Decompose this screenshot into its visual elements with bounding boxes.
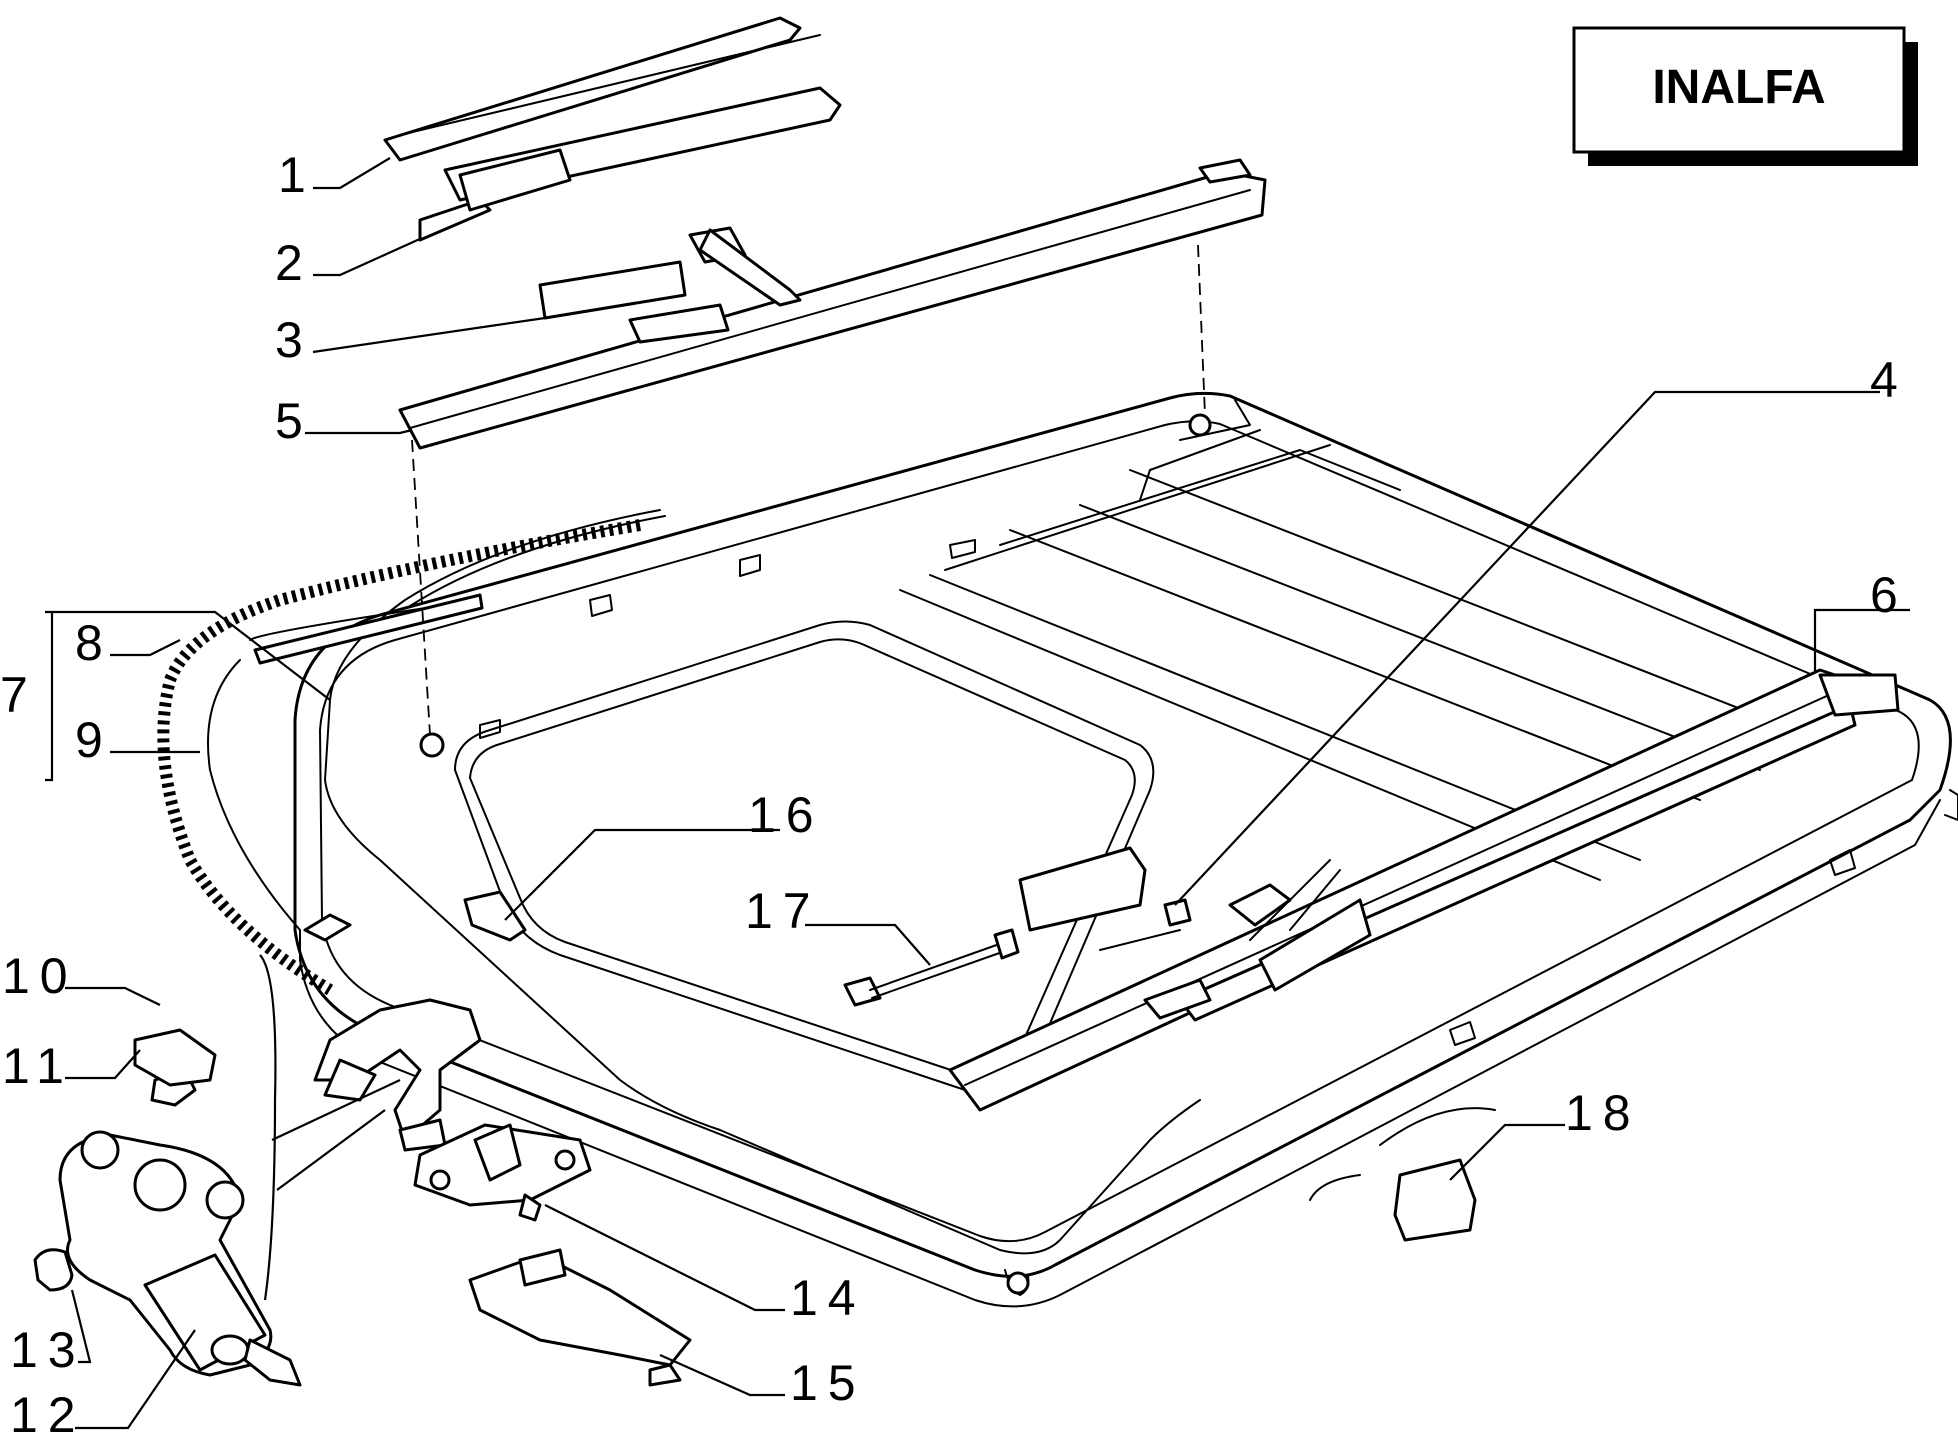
- clip-16: [463, 890, 527, 942]
- drive-housing-15: [468, 1248, 692, 1387]
- alignment-line-left: [411, 439, 431, 736]
- leader-lines: [45, 157, 1910, 1430]
- cover-18: [1393, 1158, 1477, 1242]
- plate-14: [413, 1123, 592, 1222]
- callout-13: 13: [10, 1322, 86, 1378]
- callout-10: 10: [2, 948, 78, 1004]
- callout-15: 15: [790, 1355, 866, 1411]
- callout-4: 4: [1870, 352, 1908, 408]
- callout-3: 3: [275, 312, 313, 368]
- callout-6: 6: [1870, 567, 1908, 623]
- callout-2: 2: [275, 235, 313, 291]
- callout-labels: 1 2 3 4 5 6 7 8 9 10 11 12 13 14 15 16 1…: [0, 147, 1908, 1432]
- bushing-13: [33, 1248, 74, 1292]
- callout-7: 7: [0, 667, 38, 723]
- callout-9: 9: [75, 712, 113, 768]
- callout-12: 12: [10, 1387, 86, 1432]
- drive-cable: [324, 509, 1201, 1255]
- callout-1: 1: [278, 147, 316, 203]
- bracket-11: [133, 1028, 217, 1087]
- motor-bracket: [313, 998, 482, 1152]
- callout-14: 14: [790, 1270, 866, 1326]
- callout-5: 5: [275, 393, 313, 449]
- callout-17: 17: [745, 883, 821, 939]
- callout-16: 16: [748, 787, 824, 843]
- upper-rail-assembly: [383, 16, 1267, 450]
- callout-8: 8: [75, 615, 113, 671]
- spiral-cable: [157, 519, 641, 996]
- brand-box: INALFA: [1572, 26, 1918, 166]
- alignment-line-right: [1197, 244, 1206, 416]
- motor-12: [58, 1130, 302, 1387]
- link-17: [843, 928, 1020, 1007]
- callout-18: 18: [1565, 1085, 1641, 1141]
- right-rail-assembly: [948, 668, 1900, 1112]
- brand-label: INALFA: [1652, 61, 1825, 114]
- callout-11: 11: [2, 1038, 74, 1094]
- bracket-4: [1018, 846, 1192, 951]
